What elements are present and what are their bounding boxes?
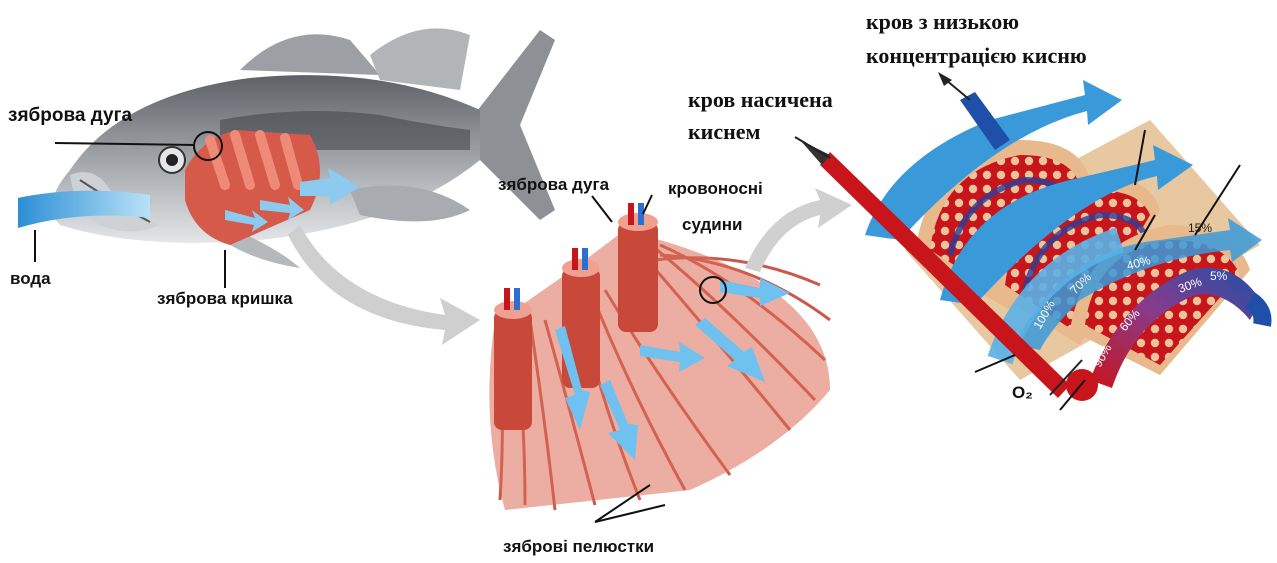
gill-arch-rod-1 [494, 310, 532, 430]
label-blood-vessels-line2: судини [682, 216, 742, 235]
water-percent-15: 15% [1188, 221, 1212, 235]
gray-transition-arrow-2 [745, 188, 852, 272]
gill-arch-rod-3 [618, 222, 658, 332]
label-oxygenated-blood-line2: киснем [688, 120, 761, 144]
label-low-oxygen-blood-line2: концентрацією кисню [866, 44, 1087, 68]
label-gill-arch-fish: зяброва дуга [8, 106, 132, 127]
label-gill-arch-detail: зяброва дуга [498, 176, 609, 195]
fish-pectoral-fin [350, 186, 470, 222]
label-gill-cover: зяброва кришка [157, 290, 293, 309]
blood-percent-5: 5% [1210, 269, 1228, 283]
gill-filaments-detail [489, 203, 830, 510]
fish-dorsal-fin [240, 34, 380, 75]
label-oxygenated-blood-line1: кров насичена [688, 88, 833, 112]
label-water: вода [10, 270, 51, 289]
label-oxygen: O₂ [1012, 384, 1033, 403]
label-low-oxygen-blood-line1: кров з низькою [866, 10, 1019, 34]
label-blood-vessels-line1: кровоносні [668, 180, 763, 199]
lamellae-detail [795, 72, 1263, 401]
label-gill-filaments: зяброві пелюстки [503, 538, 654, 557]
gray-transition-arrow-1 [288, 225, 480, 345]
